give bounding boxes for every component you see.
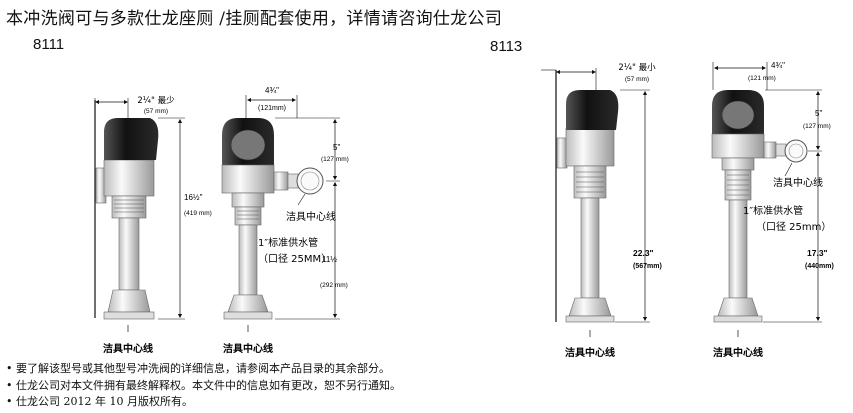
footnote-1: • 要了解该型号或其他型号冲洗阀的详细信息，请参阅本产品目录的其余部分。 [6,362,390,375]
8111-sensor-window-icon [230,129,266,161]
8113-supply-stop-icon [784,139,808,163]
8113-valve-height: 22.3" [633,248,654,258]
8113-sensor-window-icon [721,100,755,130]
footnote-2: • 仕龙公司对本文件拥有最终解释权。本文件中的信息如有更改，恕不另行通知。 [6,378,401,392]
8113-supply-pipe-label: 1″标准供水管 [743,204,803,217]
8111-fixture-centerline-front: 洁具中心线 [223,342,273,355]
8113-side-cap-icon [566,90,619,130]
8111-supply-pipe-label: 1″标准供水管 [258,236,318,249]
8113-fixture-centerline-front: 洁具中心线 [713,346,763,359]
8113-fixture-centerline-left: 洁具中心线 [565,346,615,359]
8111-fixture-centerline-label: 洁具中心线 [286,210,336,223]
footnote-3: • 仕龙公司 2012 年 10 月版权所有。 [6,395,193,408]
8111-front-view: 4¾" (121mm) 5" (127 mm) 11½ (292 mm) 洁具中… [221,86,349,355]
8111-valve-height-mm: (419 mm) [184,210,212,217]
8111-rough-in-label: 2¼" 最少 [137,96,175,106]
footnotes: • 要了解该型号或其他型号冲洗阀的详细信息，请参阅本产品目录的其余部分。 • 仕… [6,361,401,411]
8113-rough-in-label: 2¼" 最小 [618,62,656,73]
8113-valve-height-mm: (567mm) [633,263,662,270]
document-title: 本冲洗阀可与多款仕龙座厕 /挂厕配套使用，详情请咨询仕龙公司 [6,9,503,29]
8111-supply-pipe-spec: （口径 25MM） [258,252,331,265]
8111-supply-height-mm: (292 mm) [320,282,348,289]
8113-supply-height-mm: (440mm) [805,263,834,270]
8113-cover-width-mm: (121 mm) [748,75,776,82]
8111-supply-height: 11½ [322,255,337,264]
8111-fixture-centerline-left: 洁具中心线 [103,342,153,355]
8111-side-view: 2¼" 最少 (57 mm) 16½" (419 mm) 洁具中心线 [94,96,212,355]
model-number-8113: 8113 [490,38,523,55]
8111-supply-offset-mm: (127 mm) [321,156,349,163]
8111-cover-width: 4¾" [265,86,279,95]
8113-cover-width: 4¾" [771,61,785,70]
8113-side-view: 2¼" 最小 (57 mm) 22.3" (567mm) 洁具中心线 [541,62,662,359]
8113-supply-offset-mm: (127 mm) [803,123,831,130]
8113-front-view: 4¾" (121 mm) 5" (127 mm) 17.3" (440mm) 洁… [711,61,834,359]
8113-fixture-centerline-label: 洁具中心线 [773,176,823,189]
8111-supply-offset: 5" [333,143,340,152]
8111-side-cap-icon [104,118,159,160]
8111-valve-height: 16½" [184,193,203,202]
8111-rough-in-mm: (57 mm) [144,108,168,115]
8111-cover-width-mm: (121mm) [258,105,286,112]
8113-rough-in-mm: (57 mm) [625,76,649,83]
8113-supply-height: 17.3" [807,248,828,258]
model-number-8111: 8111 [33,36,65,53]
8113-supply-pipe-spec: （口径 25mm） [756,220,831,233]
8113-supply-offset: 5" [815,109,822,118]
